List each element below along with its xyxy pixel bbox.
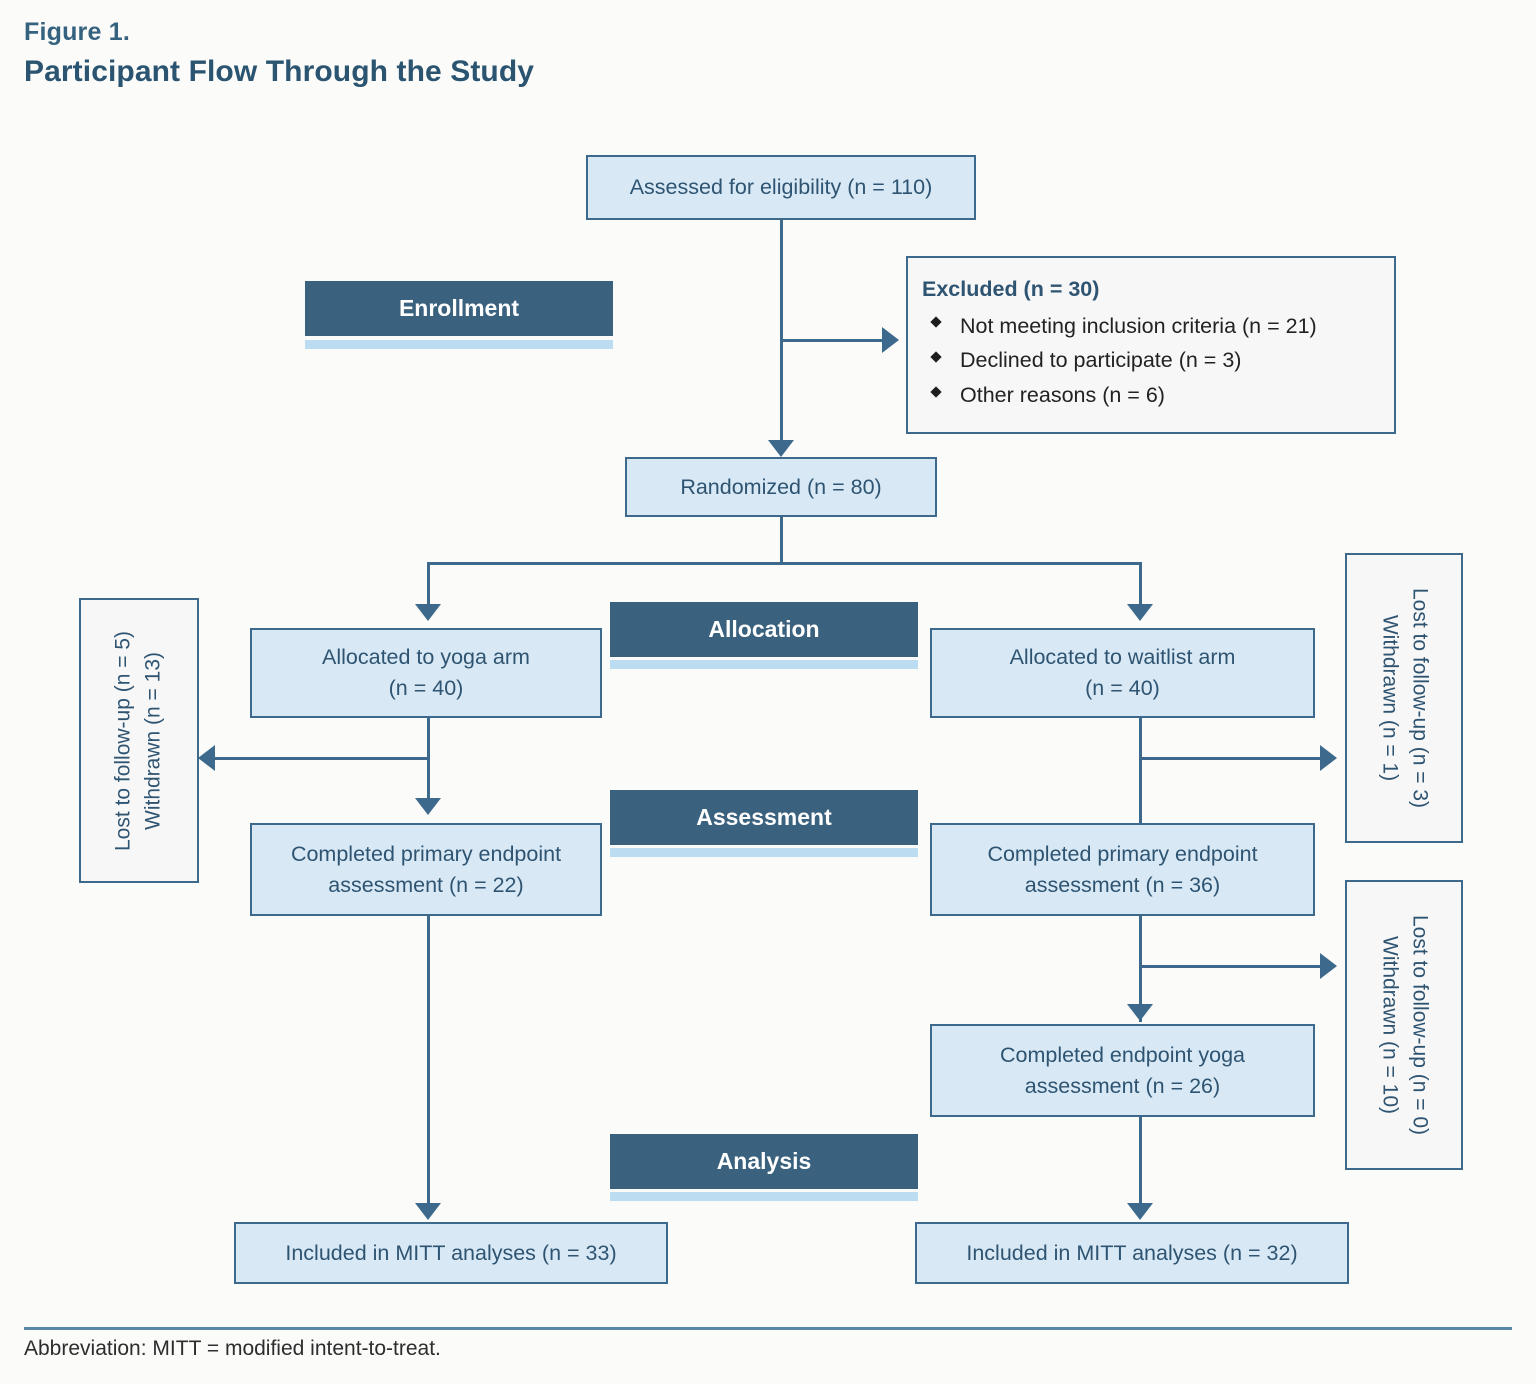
banner-enrollment: Enrollment — [305, 281, 613, 336]
connector-randomized-split — [427, 562, 1142, 565]
arrowhead-to-waitlist-arm — [1127, 604, 1153, 621]
node-assessed-label: Assessed for eligibility (n = 110) — [629, 175, 933, 200]
attrition-right-lower-line2: Withdrawn (n = 10) — [1378, 936, 1401, 1114]
node-assessed-for-eligibility: Assessed for eligibility (n = 110) — [586, 155, 976, 220]
node-mitt-right: Included in MITT analyses (n = 32) — [915, 1222, 1349, 1284]
node-attrition-right-upper: Lost to follow-up (n = 3) Withdrawn (n =… — [1345, 553, 1463, 843]
banner-allocation-underline — [610, 660, 918, 669]
node-attrition-left: Lost to follow-up (n = 5) Withdrawn (n =… — [79, 598, 199, 883]
banner-allocation: Allocation — [610, 602, 918, 657]
excluded-reason-list: Not meeting inclusion criteria (n = 21) … — [922, 309, 1380, 413]
arrowhead-to-completed-yoga-endpoint — [1127, 1004, 1153, 1021]
connector-randomized-right-drop — [1139, 562, 1142, 608]
node-excluded: Excluded (n = 30) Not meeting inclusion … — [906, 256, 1396, 434]
connector-waitlist-to-assessment — [1139, 718, 1142, 829]
node-completed-yoga-endpoint-line1: Completed endpoint yoga — [999, 1042, 1246, 1067]
list-item: Other reasons (n = 6) — [922, 378, 1380, 413]
connector-to-excluded — [780, 339, 885, 342]
node-attrition-right-lower: Lost to follow-up (n = 0) Withdrawn (n =… — [1345, 880, 1463, 1170]
arrowhead-to-mitt-right — [1127, 1203, 1153, 1220]
attrition-right-lower-text: Lost to follow-up (n = 0) Withdrawn (n =… — [1374, 915, 1435, 1135]
excluded-reason-label: Declined to participate (n = 3) — [960, 348, 1242, 373]
node-completed-primary-right-line2: assessment (n = 36) — [1024, 872, 1221, 897]
node-completed-primary-right-line1: Completed primary endpoint — [987, 841, 1258, 866]
arrowhead-to-mitt-left — [415, 1203, 441, 1220]
figure-label: Figure 1. — [24, 18, 130, 46]
list-item: Not meeting inclusion criteria (n = 21) — [922, 309, 1380, 344]
page-title: Participant Flow Through the Study — [24, 55, 535, 88]
list-item: Declined to participate (n = 3) — [922, 343, 1380, 378]
diamond-bullet-icon — [930, 386, 942, 398]
node-mitt-right-label: Included in MITT analyses (n = 32) — [966, 1240, 1298, 1265]
node-completed-primary-right: Completed primary endpoint assessment (n… — [930, 823, 1315, 916]
attrition-right-upper-line2: Withdrawn (n = 1) — [1378, 614, 1401, 782]
node-randomized-label: Randomized (n = 80) — [680, 474, 882, 499]
connector-waitlist-to-attrition-lower — [1139, 965, 1322, 968]
connector-assessed-to-randomized — [780, 220, 783, 454]
arrowhead-to-attrition-right-upper — [1320, 745, 1337, 771]
banner-analysis-underline — [610, 1192, 918, 1201]
connector-randomized-left-drop — [427, 562, 430, 608]
connector-right-endpoint-to-mitt — [1139, 1117, 1142, 1207]
arrowhead-to-attrition-left — [198, 745, 215, 771]
node-allocated-yoga: Allocated to yoga arm (n = 40) — [250, 628, 602, 718]
diamond-bullet-icon — [930, 316, 942, 329]
banner-assessment: Assessment — [610, 790, 918, 845]
excluded-reason-label: Other reasons (n = 6) — [960, 383, 1165, 408]
node-completed-primary-left: Completed primary endpoint assessment (n… — [250, 823, 602, 916]
arrowhead-to-excluded — [882, 327, 899, 353]
node-allocated-yoga-line1: Allocated to yoga arm — [322, 645, 530, 670]
banner-enrollment-underline — [305, 340, 613, 349]
node-mitt-left: Included in MITT analyses (n = 33) — [234, 1222, 668, 1284]
connector-yoga-to-assessment — [427, 718, 430, 802]
banner-allocation-label: Allocation — [708, 616, 820, 642]
connector-left-assessment-to-mitt — [427, 916, 430, 1207]
arrowhead-to-attrition-right-lower — [1320, 953, 1337, 979]
arrowhead-to-randomized — [768, 440, 794, 457]
connector-randomized-stem — [780, 517, 783, 564]
node-completed-yoga-endpoint: Completed endpoint yoga assessment (n = … — [930, 1024, 1315, 1117]
banner-enrollment-label: Enrollment — [398, 295, 520, 321]
connector-right-primary-to-yoga-endpoint — [1139, 916, 1142, 1022]
node-mitt-left-label: Included in MITT analyses (n = 33) — [285, 1240, 617, 1265]
arrowhead-to-yoga-arm — [415, 604, 441, 621]
node-allocated-yoga-line2: (n = 40) — [388, 676, 464, 700]
attrition-right-lower-line1: Lost to follow-up (n = 0) — [1408, 914, 1432, 1136]
attrition-right-upper-line1: Lost to follow-up (n = 3) — [1408, 587, 1432, 809]
node-completed-yoga-endpoint-line2: assessment (n = 26) — [1024, 1073, 1221, 1098]
attrition-right-upper-text: Lost to follow-up (n = 3) Withdrawn (n =… — [1374, 588, 1435, 808]
attrition-left-line1: Lost to follow-up (n = 5) — [111, 630, 135, 851]
connector-yoga-to-attrition — [215, 757, 428, 760]
banner-analysis: Analysis — [610, 1134, 918, 1189]
arrowhead-to-left-primary-assessment — [415, 798, 441, 815]
footer-divider — [24, 1327, 1512, 1330]
banner-assessment-underline — [610, 848, 918, 857]
attrition-left-text: Lost to follow-up (n = 5) Withdrawn (n =… — [109, 630, 170, 850]
node-completed-primary-left-line2: assessment (n = 22) — [328, 872, 524, 897]
node-randomized: Randomized (n = 80) — [625, 457, 937, 517]
excluded-heading: Excluded (n = 30) — [922, 277, 1100, 301]
banner-assessment-label: Assessment — [696, 804, 832, 830]
connector-waitlist-to-attrition-upper — [1139, 757, 1322, 760]
footer-abbreviation: Abbreviation: MITT = modified intent-to-… — [24, 1337, 441, 1360]
banner-analysis-label: Analysis — [716, 1148, 812, 1174]
node-allocated-waitlist-line1: Allocated to waitlist arm — [1009, 645, 1236, 670]
attrition-left-line2: Withdrawn (n = 13) — [142, 651, 165, 830]
node-allocated-waitlist: Allocated to waitlist arm (n = 40) — [930, 628, 1315, 718]
diamond-bullet-icon — [930, 351, 942, 363]
excluded-reason-label: Not meeting inclusion criteria (n = 21) — [960, 313, 1317, 338]
node-allocated-waitlist-line2: (n = 40) — [1085, 676, 1160, 700]
node-completed-primary-left-line1: Completed primary endpoint — [290, 841, 562, 866]
